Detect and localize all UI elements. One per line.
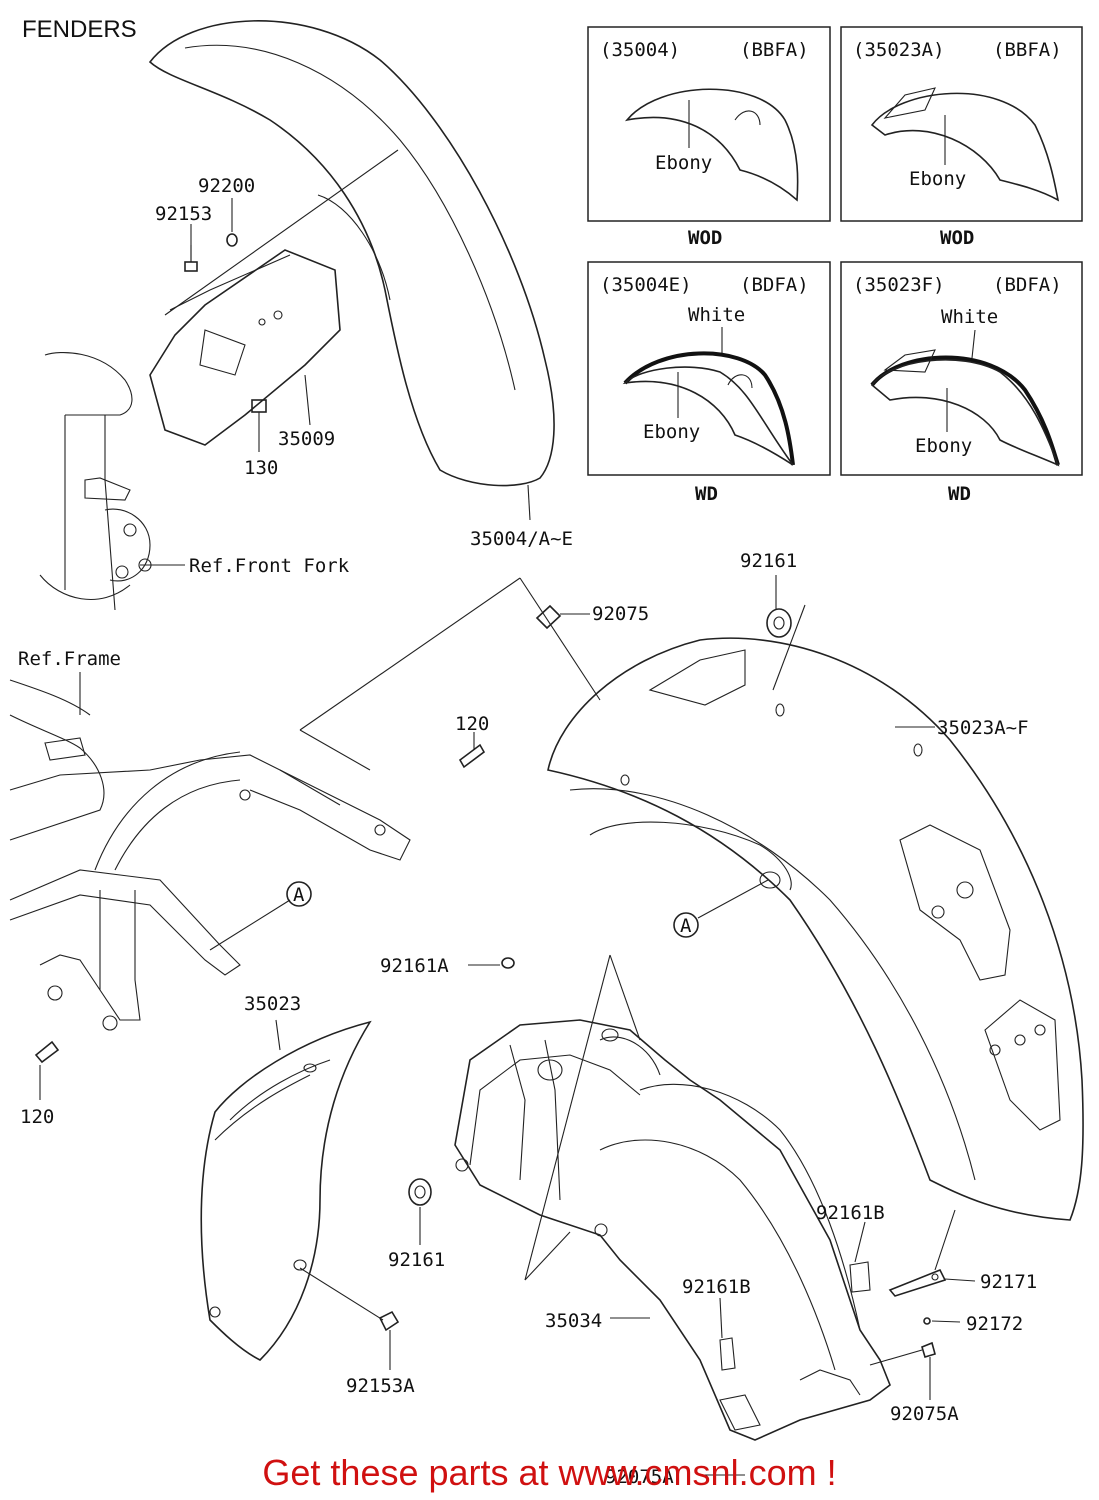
inset-caption: WD <box>695 483 718 505</box>
label-120-top: 120 <box>455 713 489 735</box>
label-92171: 92171 <box>980 1271 1037 1293</box>
front-fender-illustration <box>622 366 794 466</box>
label-92161-mid: 92161 <box>388 1249 445 1271</box>
inset-35004E: (35004E) (BDFA) White Ebony WD <box>587 261 831 505</box>
inset-callout-ebony: Ebony <box>655 152 712 174</box>
pad-92161B-lower <box>719 1337 736 1371</box>
bolt-130 <box>251 399 267 452</box>
label-35004: 35004/A~E <box>470 528 573 550</box>
promo-banner: Get these parts at www.cmsnl.com ! <box>262 1452 837 1493</box>
bushing-92075-top <box>535 604 562 630</box>
front-fender-35004 <box>148 20 555 487</box>
marker-a: A <box>293 884 305 906</box>
inset-caption: WOD <box>688 227 722 249</box>
label-92161A: 92161A <box>380 955 449 977</box>
bolt-92153A <box>378 1310 400 1332</box>
splash-guard-35023 <box>200 1020 372 1361</box>
inset-caption: WD <box>948 483 971 505</box>
label-ref-front-fork: Ref.Front Fork <box>189 555 350 577</box>
page-title: FENDERS <box>22 16 137 43</box>
inset-35023A: (35023A) (BBFA) Ebony WOD <box>840 26 1083 249</box>
plug-92161A <box>501 957 515 969</box>
label-92075-top: 92075 <box>592 603 649 625</box>
bolt-120-top <box>458 732 486 769</box>
inset-callout-ebony: Ebony <box>915 435 972 457</box>
inset-callout-ebony: Ebony <box>643 421 700 443</box>
label-35009: 35009 <box>278 428 335 450</box>
label-35034: 35034 <box>545 1310 602 1332</box>
rear-fender-35023A <box>547 637 1084 1221</box>
inset-color-code: (BDFA) <box>993 274 1062 296</box>
bolt-120-bottom <box>34 1040 60 1100</box>
label-92075A-2: 92075A <box>605 1466 674 1488</box>
label-92161B-1: 92161B <box>816 1202 885 1224</box>
label-92161-top: 92161 <box>740 550 797 572</box>
inset-35004: (35004) (BBFA) Ebony WOD <box>587 26 831 249</box>
fender-bracket-35009 <box>149 149 399 446</box>
label-92153A: 92153A <box>346 1375 415 1397</box>
label-92200: 92200 <box>198 175 255 197</box>
label-92172: 92172 <box>966 1313 1023 1335</box>
front-fork-reference <box>39 351 152 611</box>
bushing-92075A <box>921 1341 936 1358</box>
inset-code: (35004E) <box>600 274 692 296</box>
label-120-bottom: 120 <box>20 1106 54 1128</box>
inset-code: (35023A) <box>853 39 945 61</box>
inner-fender-35034 <box>454 1019 891 1441</box>
inset-caption: WOD <box>940 227 974 249</box>
rear-fender-illustration <box>870 92 1060 202</box>
front-fender-illustration <box>624 88 799 202</box>
inset-code: (35023F) <box>853 274 945 296</box>
marker-a-circle <box>286 881 312 907</box>
frame-reference <box>9 679 411 1031</box>
washer-92200 <box>226 233 238 247</box>
inset-color-code: (BDFA) <box>740 274 809 296</box>
grommet-92161-top <box>766 608 792 638</box>
marker-a-2: A <box>680 915 692 937</box>
inset-callout-white: White <box>688 304 745 326</box>
grommet-92161-mid <box>408 1178 432 1206</box>
marker-a-circle-2 <box>673 912 699 938</box>
label-92161B-2: 92161B <box>682 1276 751 1298</box>
label-92153: 92153 <box>155 203 212 225</box>
inset-callout-ebony: Ebony <box>909 168 966 190</box>
pad-92161B-upper <box>849 1261 871 1293</box>
inset-35023F: (35023F) (BDFA) White Ebony WD <box>840 261 1083 505</box>
label-92075A-1: 92075A <box>890 1403 959 1425</box>
rear-fender-illustration <box>870 359 1060 467</box>
label-35023A-F: 35023A~F <box>937 717 1029 739</box>
inset-callout-white: White <box>941 306 998 328</box>
nut-92172 <box>923 1317 931 1325</box>
inset-code: (35004) <box>600 39 680 61</box>
inset-color-code: (BBFA) <box>993 39 1062 61</box>
inset-color-code: (BBFA) <box>740 39 809 61</box>
bracket-92171 <box>888 1268 947 1297</box>
label-35023: 35023 <box>244 993 301 1015</box>
label-ref-frame: Ref.Frame <box>18 648 121 670</box>
label-130: 130 <box>244 457 278 479</box>
